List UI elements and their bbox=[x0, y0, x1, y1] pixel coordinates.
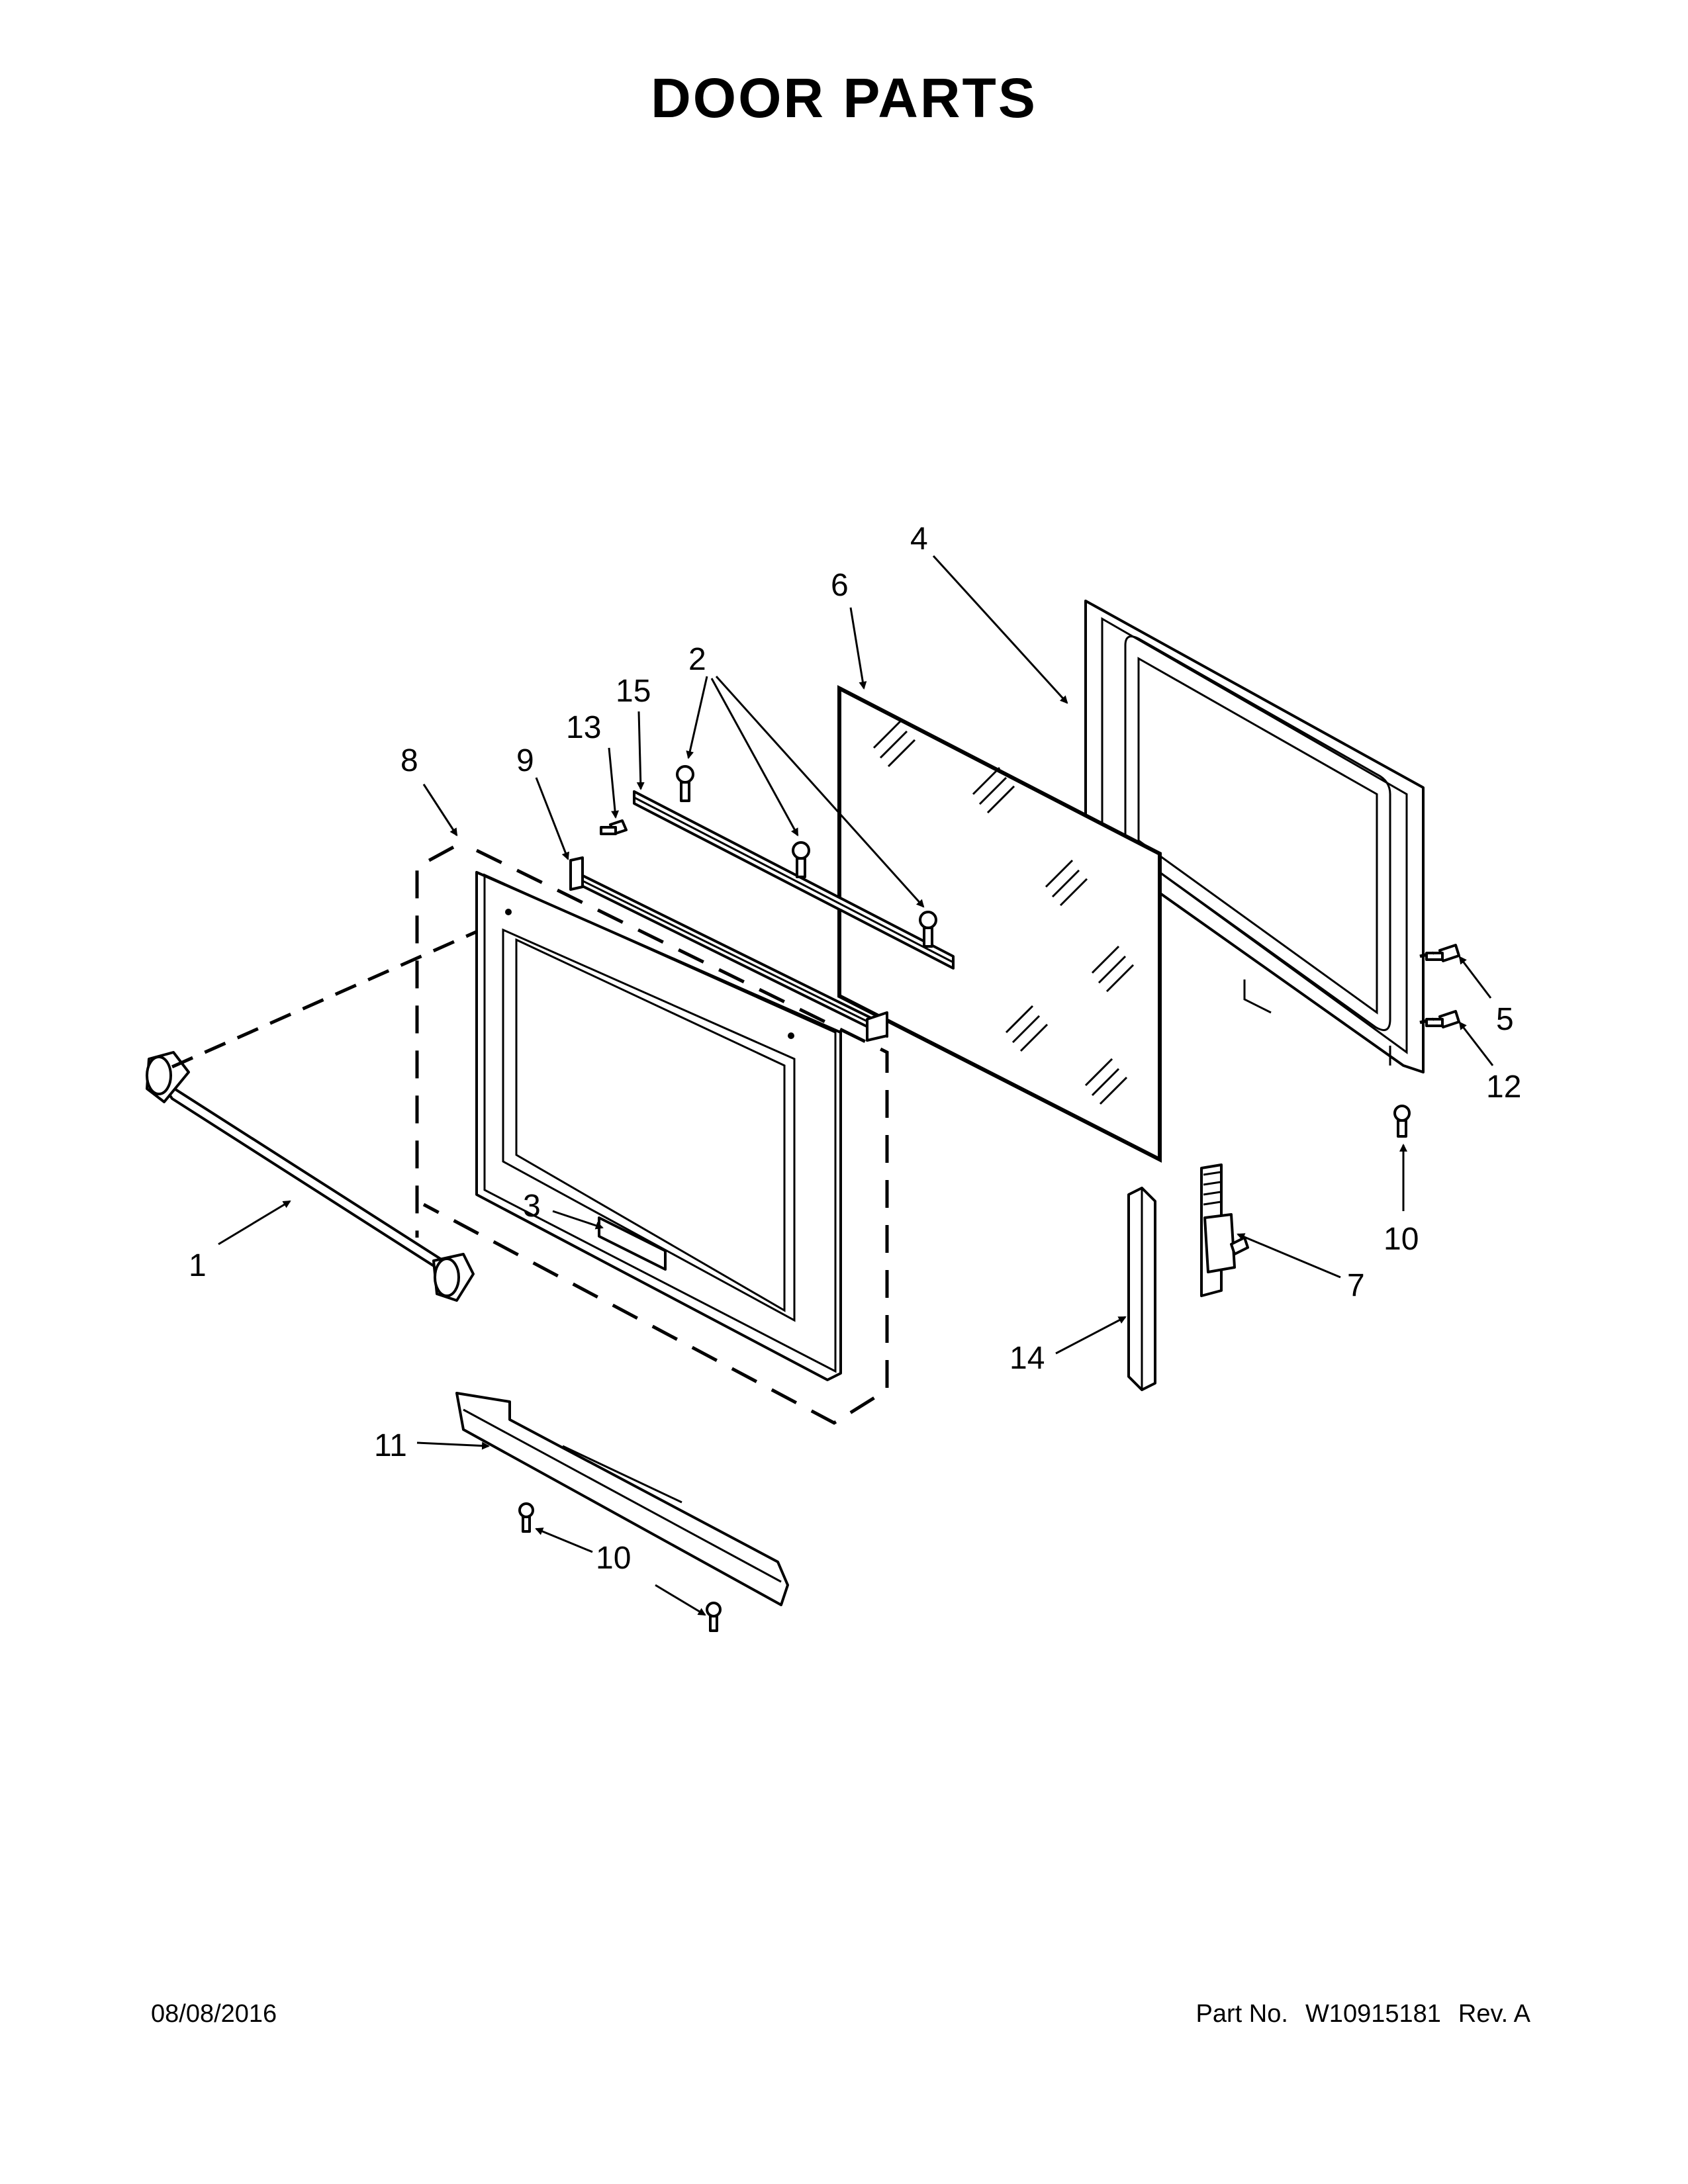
screw-group-bottom bbox=[518, 1502, 722, 1632]
callout-13: 13 bbox=[566, 710, 601, 745]
part-number: W10915181 bbox=[1305, 2000, 1441, 2028]
callout-3: 3 bbox=[523, 1189, 541, 1224]
outer-door-panel bbox=[475, 871, 842, 1381]
page-title: DOOR PARTS bbox=[651, 67, 1037, 129]
callout-1: 1 bbox=[189, 1248, 207, 1283]
door-hinge bbox=[1200, 1163, 1249, 1297]
door-top-trim bbox=[633, 790, 955, 970]
door-glass-panel bbox=[837, 685, 1162, 1163]
callout-10-bottom: 10 bbox=[596, 1541, 631, 1576]
callout-7: 7 bbox=[1347, 1268, 1365, 1303]
callout-9: 9 bbox=[516, 743, 534, 778]
screw-group-top bbox=[600, 765, 937, 948]
inner-door-frame bbox=[1084, 600, 1425, 1073]
callout-2: 2 bbox=[688, 642, 706, 677]
callout-8: 8 bbox=[400, 743, 418, 778]
leader-lines bbox=[218, 555, 1494, 1616]
door-bottom-trim bbox=[455, 1392, 789, 1606]
footer-part-info: Part No. W10915181 Rev. A bbox=[1196, 2000, 1530, 2028]
door-handle bbox=[146, 918, 504, 1302]
callout-15: 15 bbox=[616, 674, 651, 709]
callout-14: 14 bbox=[1009, 1341, 1045, 1376]
revision: Rev. A bbox=[1458, 2000, 1530, 2028]
callout-5: 5 bbox=[1496, 1002, 1514, 1037]
door-top-channel bbox=[569, 856, 888, 1042]
callout-10-right: 10 bbox=[1383, 1222, 1419, 1257]
callout-12: 12 bbox=[1486, 1069, 1521, 1105]
door-side-bracket bbox=[1127, 1187, 1156, 1391]
callout-6: 6 bbox=[831, 568, 849, 603]
callout-11: 11 bbox=[374, 1428, 407, 1463]
callout-4: 4 bbox=[910, 522, 928, 557]
part-number-label: Part No. bbox=[1196, 2000, 1288, 2028]
door-assembly-outline bbox=[415, 845, 889, 1425]
footer-date: 08/08/2016 bbox=[151, 2000, 277, 2028]
